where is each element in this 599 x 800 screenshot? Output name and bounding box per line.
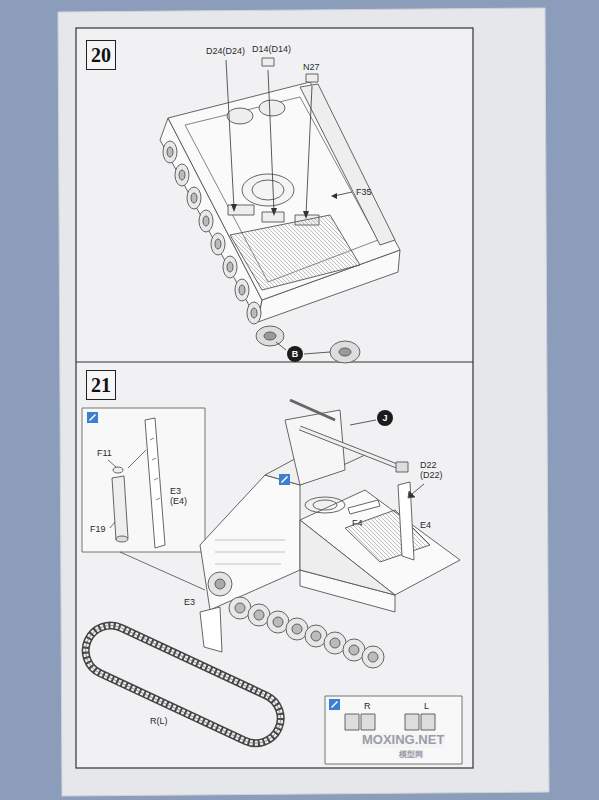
- node-text: B: [292, 349, 299, 359]
- node-text: 21: [91, 374, 111, 397]
- part-number: E4: [420, 520, 431, 530]
- part-number: F11: [97, 448, 112, 458]
- side-mark: L: [424, 701, 429, 711]
- watermark: MOXING.NET: [361, 733, 445, 748]
- part-number: N27: [303, 62, 320, 72]
- part-number: F4: [352, 518, 363, 528]
- part-number: R(L): [150, 716, 168, 726]
- part-number: D22 (D22): [420, 460, 449, 481]
- node-text: J: [382, 413, 387, 423]
- step-number: 20: [86, 40, 116, 70]
- step-number: 21: [86, 370, 116, 400]
- part-number: E3: [184, 597, 195, 607]
- node-text: 20: [91, 44, 111, 67]
- part-group-callout: J: [377, 410, 393, 426]
- watermark: 模型网: [398, 750, 424, 759]
- part-number: D14(D14): [252, 44, 291, 54]
- part-number: E3 (E4): [170, 486, 199, 507]
- part-number: F19: [90, 524, 106, 534]
- side-mark: R: [364, 701, 371, 711]
- part-number: F35: [356, 187, 372, 197]
- part-number: D24(D24): [206, 46, 245, 56]
- part-group-callout: B: [287, 346, 303, 362]
